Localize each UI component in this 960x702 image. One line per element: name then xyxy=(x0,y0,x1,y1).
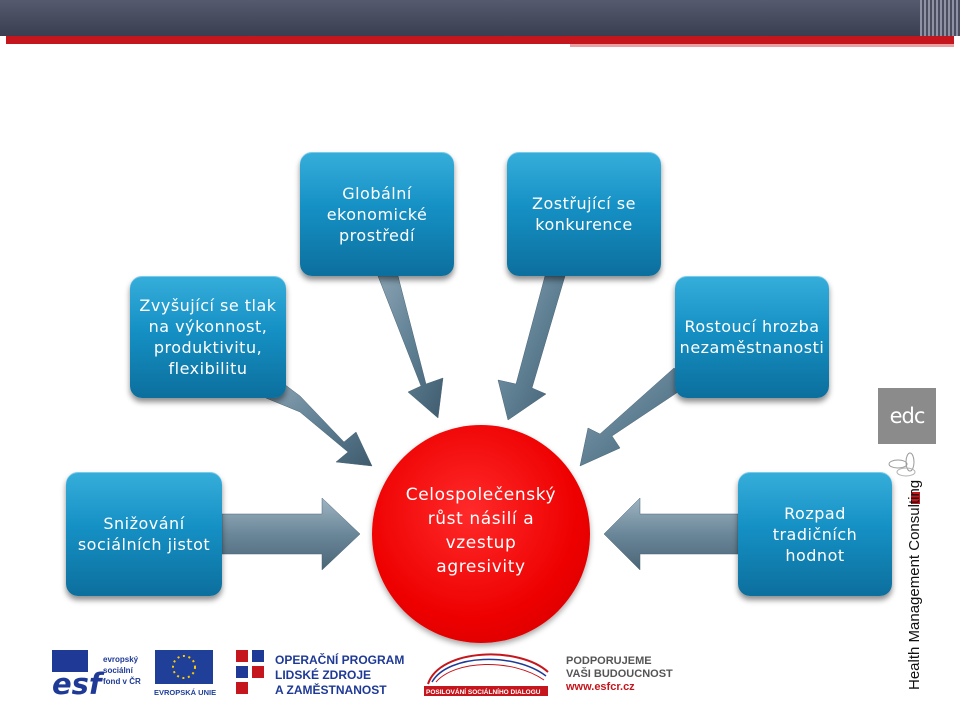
edc-logo: edc xyxy=(878,388,936,444)
op-line-2: LIDSKÉ ZDROJE xyxy=(275,667,371,682)
hmc-logo: Health Management Consulting xyxy=(888,452,923,690)
arrow-from-unemployment xyxy=(579,367,691,467)
footer-logos: esf evropský sociální fond v ČR EVROPSKÁ… xyxy=(52,650,676,701)
esf-flag-icon xyxy=(52,650,88,672)
dialog-swoosh-icon xyxy=(427,653,549,685)
arrow-from-pressure xyxy=(265,383,373,467)
box-unemployment: Rostoucí hrozba nezaměstnanosti xyxy=(675,276,829,398)
box-performance-pressure: Zvyšující se tlak na výkonnost, produkti… xyxy=(130,276,286,398)
op-puzzle-icon xyxy=(236,650,248,662)
eu-stars-icon xyxy=(172,655,196,679)
esf-wordmark: esf xyxy=(52,667,105,701)
box-competition: Zostřující se konkurence xyxy=(507,152,661,276)
arrow-from-social xyxy=(221,497,361,571)
support-line-1: PODPORUJEME xyxy=(566,655,652,667)
title-bar xyxy=(0,0,960,36)
eu-label: EVROPSKÁ UNIE xyxy=(154,688,216,697)
center-circle: Celospolečenský růst násilí a vzestup ag… xyxy=(372,425,590,643)
eu-logo: EVROPSKÁ UNIE xyxy=(154,650,216,697)
header-red-line-light xyxy=(570,44,954,47)
arrow-from-global xyxy=(377,275,444,419)
esf-sub-text: evropský sociální fond v ČR xyxy=(103,655,141,686)
support-line-2: VAŠI BUDOUCNOST xyxy=(566,667,673,680)
box-traditional-values: Rozpad tradičních hodnot xyxy=(738,472,892,596)
hmc-text: Health Management Consulting xyxy=(906,480,923,690)
op-line-1: OPERAČNÍ PROGRAM xyxy=(275,652,404,667)
esf-logo: esf evropský sociální fond v ČR xyxy=(52,650,141,701)
hmc-flower-icon xyxy=(888,452,920,504)
edc-logo-text: edc xyxy=(889,404,926,428)
op-logo: OPERAČNÍ PROGRAM LIDSKÉ ZDROJE A ZAMĚSTN… xyxy=(236,650,408,697)
op-line-3: A ZAMĚSTNANOST xyxy=(275,682,387,697)
header-red-line xyxy=(6,36,954,44)
esf-sub-line-1: evropský xyxy=(103,655,139,664)
esf-sub-line-3: fond v ČR xyxy=(103,677,141,686)
esf-sub-line-2: sociální xyxy=(103,666,134,675)
arrow-from-values xyxy=(603,497,739,571)
box-social-security: Snižování sociálních jistot xyxy=(66,472,222,596)
support-logo: PODPORUJEME VAŠI BUDOUCNOST www.esfcr.cz xyxy=(565,655,676,693)
title-bar-stripe xyxy=(920,0,960,36)
dialog-logo: POSILOVÁNÍ SOCIÁLNÍHO DIALOGU xyxy=(424,653,549,696)
arrow-from-competition xyxy=(497,275,566,421)
dialog-label: POSILOVÁNÍ SOCIÁLNÍHO DIALOGU xyxy=(426,687,541,696)
support-text: PODPORUJEME VAŠI BUDOUCNOST www.esfcr.cz xyxy=(565,655,676,693)
box-global-economy: Globální ekonomické prostředí xyxy=(300,152,454,276)
op-text: OPERAČNÍ PROGRAM LIDSKÉ ZDROJE A ZAMĚSTN… xyxy=(275,652,408,697)
support-line-3: www.esfcr.cz xyxy=(565,681,635,693)
